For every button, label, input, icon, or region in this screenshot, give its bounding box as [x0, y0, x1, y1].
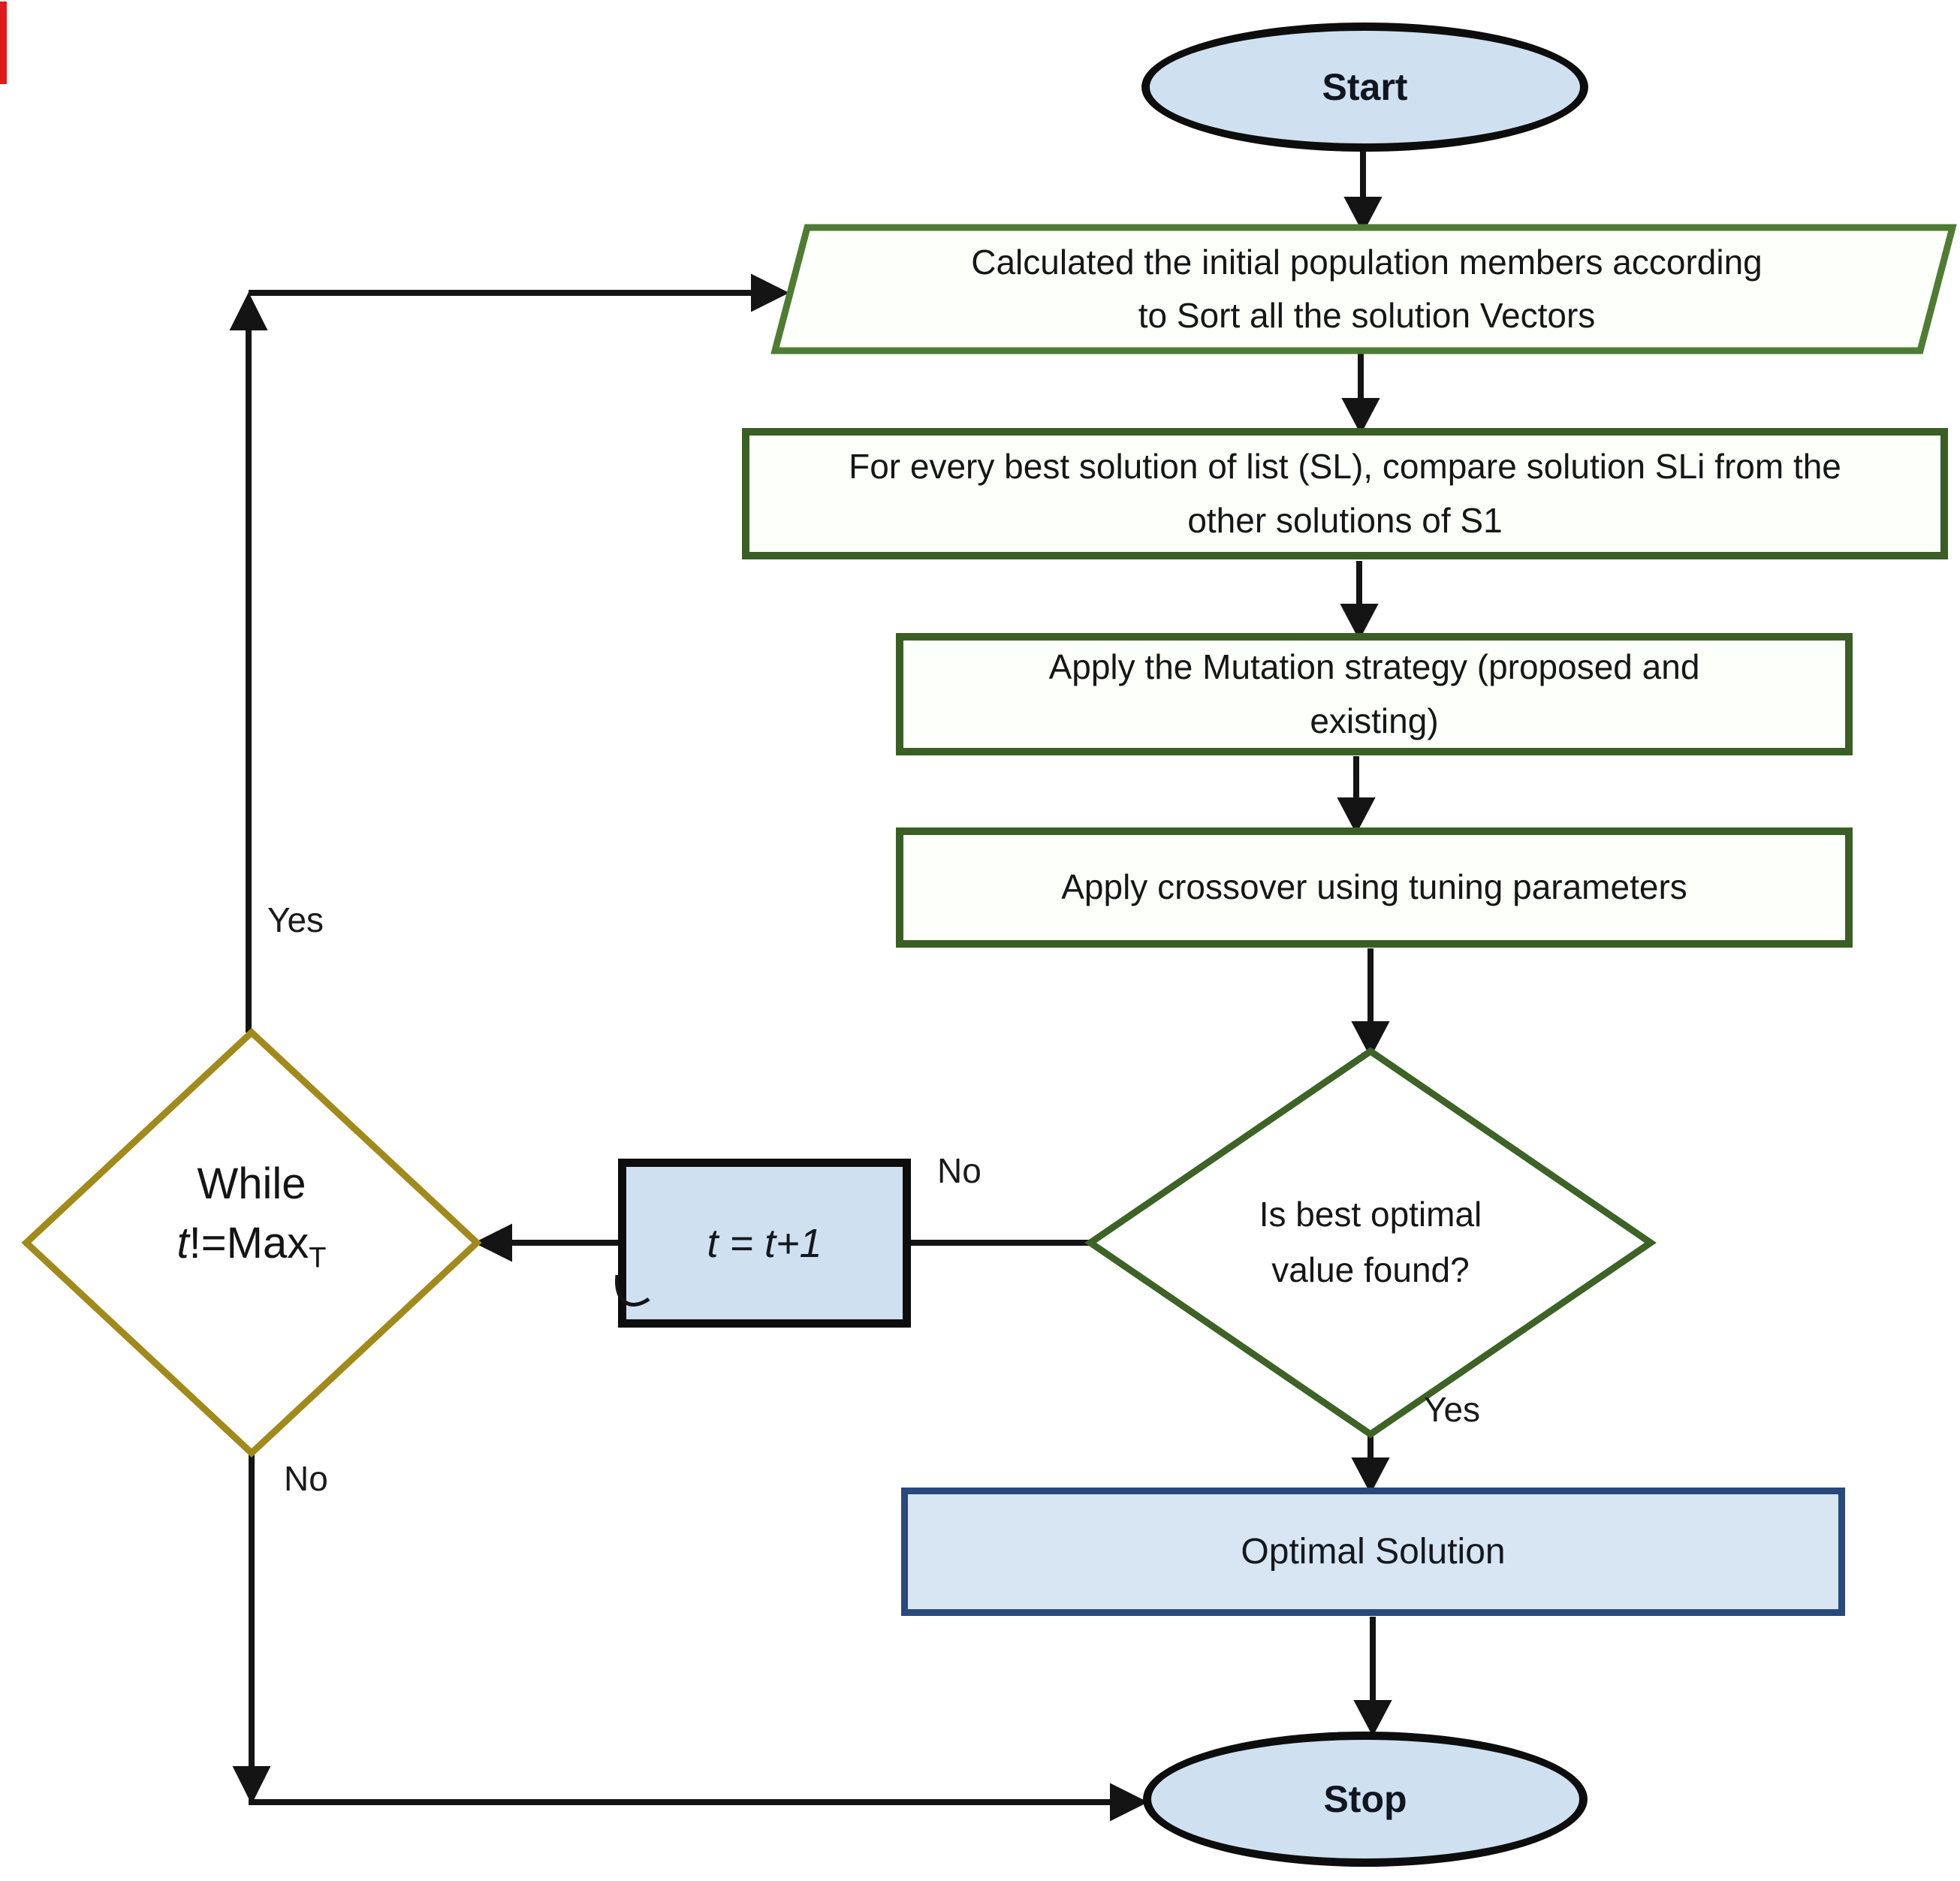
while-operator: !=Max	[188, 1218, 309, 1268]
connector-decision-to-optimal	[1351, 1435, 1390, 1494]
init-population-label: Calculated the initial population member…	[971, 242, 1762, 335]
start-label: Start	[1322, 66, 1408, 108]
arrow-down-icon	[1343, 197, 1383, 234]
arrow-down-icon	[1351, 1021, 1390, 1058]
arrow-down-icon	[1341, 398, 1380, 435]
connector-while-no-to-stop	[232, 1454, 1148, 1822]
connector-crossover-to-decision	[1351, 948, 1390, 1058]
arrow-left-icon	[474, 1223, 512, 1262]
connector-start-to-init	[1343, 149, 1383, 234]
arrow-down-icon	[232, 1766, 271, 1804]
optimal-solution-label: Optimal Solution	[1241, 1532, 1506, 1572]
connector-while-yes-loop	[229, 273, 789, 1032]
compare-solutions-label: For every best solution of list (SL), co…	[849, 447, 1841, 540]
connector-optimal-to-stop	[1353, 1617, 1392, 1737]
while-word: While	[197, 1159, 306, 1209]
increment-label: t = t+1	[707, 1220, 822, 1266]
compare-solutions-box	[742, 428, 1948, 559]
while-var: t	[176, 1218, 189, 1268]
optimal-solution-box: Optimal Solution	[901, 1488, 1845, 1616]
stop-terminator: Stop	[1143, 1732, 1588, 1867]
red-scan-artifact	[0, 2, 7, 84]
decision-optimal-label: Is best optimal value found?	[1259, 1195, 1482, 1289]
mutation-label: Apply the Mutation strategy (proposed an…	[1048, 647, 1700, 740]
decision-diamond-shape	[1084, 1047, 1657, 1439]
edge-label-while-yes: Yes	[267, 900, 324, 939]
start-terminator: Start	[1141, 23, 1588, 152]
crossover-box	[896, 827, 1853, 948]
while-diamond-shape	[21, 1027, 482, 1458]
arrow-down-icon	[1353, 1700, 1392, 1737]
increment-box: t = t+1	[618, 1159, 911, 1328]
while-subscript: T	[309, 1242, 327, 1274]
edge-label-decision-yes: Yes	[1424, 1390, 1481, 1429]
connector-compare-to-mutation	[1340, 561, 1379, 641]
arrow-down-icon	[1351, 1457, 1390, 1494]
while-expression: t!=MaxT	[177, 1214, 327, 1278]
arrow-right-icon	[1110, 1783, 1148, 1822]
edge-label-decision-no: No	[937, 1151, 982, 1190]
crossover-label: Apply crossover using tuning parameters	[1061, 867, 1687, 907]
arrow-up-icon	[229, 292, 268, 330]
arrow-right-icon	[751, 273, 789, 312]
arrow-down-icon	[1337, 797, 1376, 834]
stop-label: Stop	[1323, 1778, 1407, 1820]
edge-label-while-no: No	[284, 1459, 328, 1498]
while-diamond-label: While t!=MaxT	[64, 1123, 439, 1310]
init-population-parallelogram-shape	[770, 224, 1957, 354]
arrow-down-icon	[1340, 604, 1379, 641]
connector-mutation-to-crossover	[1337, 756, 1376, 834]
connector-init-to-compare	[1341, 351, 1380, 435]
mutation-box	[896, 633, 1853, 755]
